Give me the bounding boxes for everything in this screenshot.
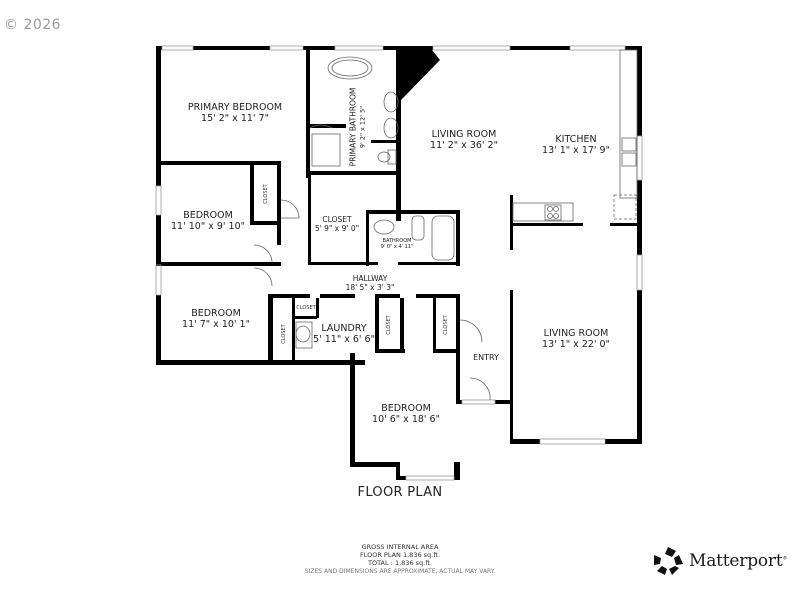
room-dimension: 9' 2" x 12' 5" <box>358 105 367 149</box>
area-floor-plan: FLOOR PLAN 1,836 sq.ft. <box>359 551 441 559</box>
brand-name-text: Matterport <box>689 551 783 571</box>
area-heading: GROSS INTERNAL AREA <box>361 543 439 551</box>
room-dimension: 15' 2" x 11' 7" <box>201 113 269 124</box>
room-living-room-2: LIVING ROOM 13' 1" x 22' 0" <box>542 328 610 350</box>
area-disclaimer: SIZES AND DIMENSIONS ARE APPROXIMATE, AC… <box>304 568 496 575</box>
walls <box>156 46 642 480</box>
fixtures <box>253 49 638 401</box>
matterport-logo-icon <box>654 547 683 575</box>
closet-label-entry: CLOSET <box>443 315 449 335</box>
room-dimension: 11' 10" x 9' 10" <box>171 221 245 232</box>
room-name: PRIMARY BEDROOM <box>187 102 283 113</box>
room-dimension: 11' 2" x 36' 2" <box>430 140 498 151</box>
room-name: BEDROOM <box>191 308 241 319</box>
room-bedroom-4: BEDROOM 10' 6" x 18' 6" <box>372 403 440 425</box>
room-dimension: 18' 5" x 3' 3" <box>345 283 395 292</box>
room-name: ENTRY <box>473 353 499 362</box>
room-hallway: HALLWAY 18' 5" x 3' 3" <box>346 274 395 292</box>
room-dimension: 10' 6" x 18' 6" <box>372 414 440 425</box>
room-name: PRIMARY BATHROOM <box>348 87 358 167</box>
room-name: LIVING ROOM <box>431 129 497 140</box>
gross-area-summary: GROSS INTERNAL AREA FLOOR PLAN 1,836 sq.… <box>305 543 495 576</box>
room-entry: ENTRY <box>473 352 499 363</box>
room-dimension: 13' 1" x 22' 0" <box>542 339 610 350</box>
room-name: LIVING ROOM <box>543 328 609 339</box>
room-laundry: LAUNDRY 5' 11" x 6' 6" <box>313 323 375 345</box>
floor-plan-title: FLOOR PLAN <box>357 485 443 500</box>
room-dimension: 5' 11" x 6' 6" <box>313 334 375 345</box>
room-bathroom: BATHROOM 9' 0" x 4' 11" <box>381 238 414 250</box>
matterport-brand: Matterport® <box>652 546 787 576</box>
room-dimension: 13' 1" x 17' 9" <box>542 145 610 156</box>
room-name: BEDROOM <box>183 210 233 221</box>
closet-label-bedroom-4: CLOSET <box>386 315 392 335</box>
room-name: HALLWAY <box>352 274 388 283</box>
room-dimension: 5' 9" x 9' 0" <box>314 224 360 233</box>
room-dimension: 9' 0" x 4' 11" <box>380 244 414 250</box>
room-living-room-1: LIVING ROOM 11' 2" x 36' 2" <box>430 129 498 151</box>
room-primary-bathroom: PRIMARY BATHROOM 9' 2" x 12' 5" <box>349 88 368 167</box>
closet-label-bedroom-2: CLOSET <box>263 184 269 204</box>
room-primary-bedroom: PRIMARY BEDROOM 15' 2" x 11' 7" <box>188 102 282 124</box>
room-bedroom-3: BEDROOM 11' 7" x 10' 1" <box>182 308 250 330</box>
room-closet: CLOSET 5' 9" x 9' 0" <box>315 215 359 233</box>
room-kitchen: KITCHEN 13' 1" x 17' 9" <box>542 134 610 156</box>
windows <box>155 45 643 481</box>
copyright-text: © 2026 <box>4 17 62 33</box>
room-name: KITCHEN <box>555 134 597 145</box>
room-name: CLOSET <box>322 215 352 224</box>
room-bedroom-2: BEDROOM 11' 10" x 9' 10" <box>171 210 245 232</box>
brand-name: Matterport® <box>689 551 788 571</box>
room-name: BEDROOM <box>381 403 431 414</box>
area-total: TOTAL : 1,836 sq.ft. <box>368 559 432 567</box>
room-dimension: 11' 7" x 10' 1" <box>182 319 250 330</box>
closet-label-laundry: CLOSET <box>296 305 316 311</box>
closet-label-bedroom-3: CLOSET <box>281 324 287 344</box>
room-name: LAUNDRY <box>321 323 367 334</box>
room-name: BATHROOM <box>382 238 412 244</box>
